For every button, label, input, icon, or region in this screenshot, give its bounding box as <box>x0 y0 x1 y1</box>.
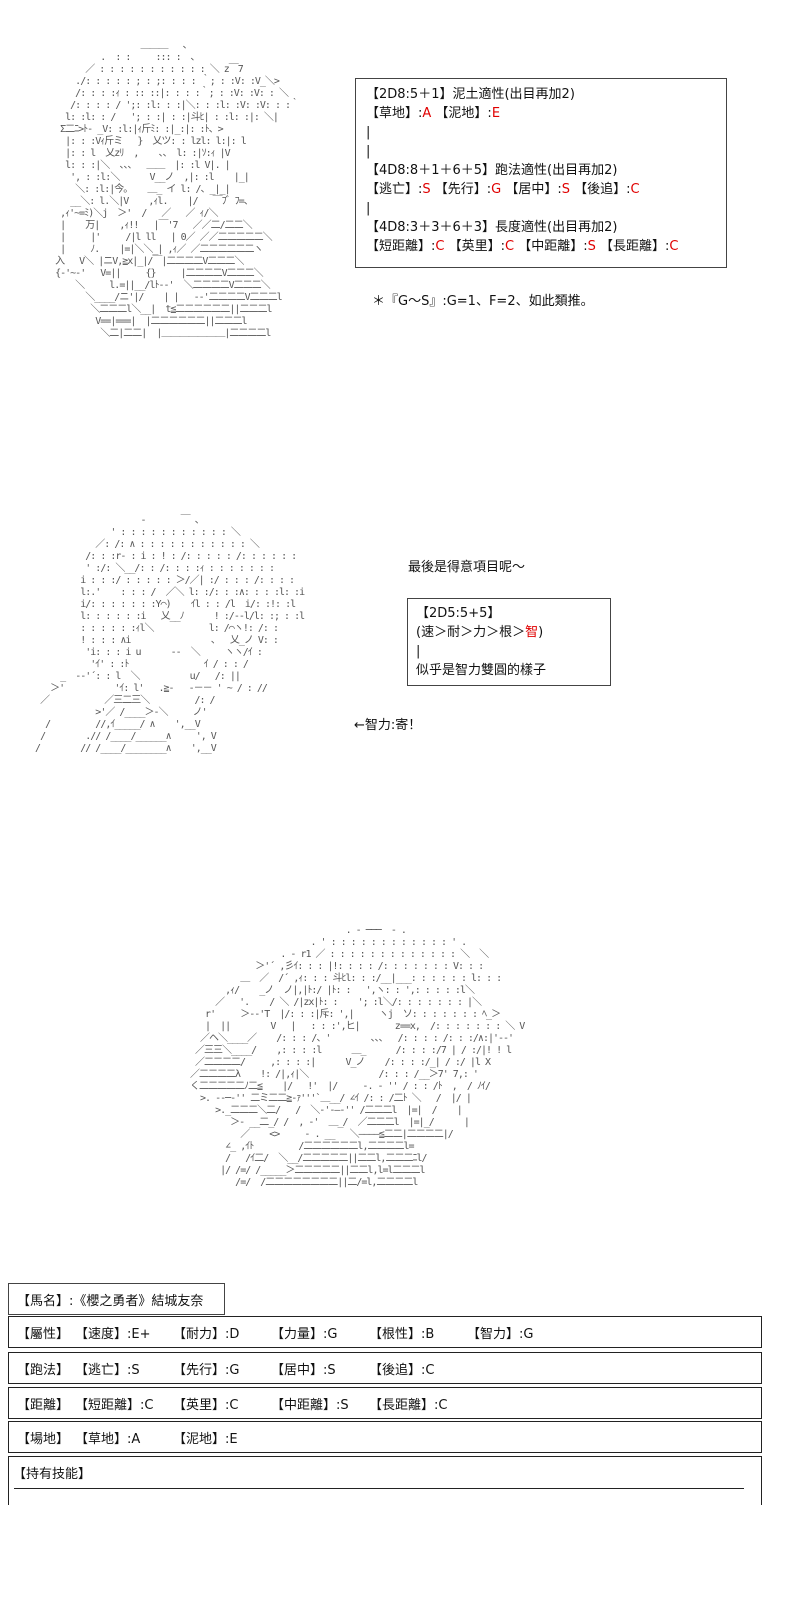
attr-power: 【力量】:G <box>271 1327 338 1342</box>
attributes-label: 【屬性】 <box>17 1327 70 1342</box>
aptitude-text: | <box>366 201 371 216</box>
skills-label: 【持有技能】 <box>13 1467 92 1482</box>
intel-arrow-note: ←智力:寄！ <box>354 718 422 733</box>
aptitude-line: 【逃亡】:S 【先行】:G 【居中】:S 【後追】:C <box>366 180 716 199</box>
style-middle: 【居中】:S <box>271 1363 336 1378</box>
ascii-art-figure-top: ＿＿＿ 、 . : : ::: : ､ ／ : : : : : : : : : … <box>55 40 300 339</box>
aptitude-text: 【4D8:3＋3＋6＋3】長度適性(出目再加2) <box>366 220 618 235</box>
attr-guts: 【根性】:B <box>369 1327 435 1342</box>
aptitude-text: | <box>366 125 371 140</box>
aptitude-line: | <box>366 142 716 161</box>
aptitude-grade: E <box>491 106 501 121</box>
attr-stamina: 【耐力】:D <box>173 1327 240 1342</box>
aptitude-text: | <box>366 144 371 159</box>
track-dirt: 【泥地】:E <box>173 1432 238 1447</box>
final-item-label: 最後是得意項目呢～ <box>408 560 526 575</box>
aptitude-line: 【2D8:5＋1】泥土適性(出目再加2) <box>366 85 716 104</box>
aptitude-text: 【逃亡】: <box>366 182 423 197</box>
aptitude-line: 【短距離】:C 【英里】:C 【中距離】:S 【長距離】:C <box>366 237 716 256</box>
dist-long: 【長距離】:C <box>369 1398 448 1413</box>
distance-label: 【距離】 <box>17 1398 70 1413</box>
aptitude-grade: C <box>435 239 445 254</box>
attributes-row: 【屬性】 【速度】:E+ 【耐力】:D 【力量】:G 【根性】:B 【智力】:G <box>8 1316 762 1348</box>
aptitude-text: 【2D8:5＋1】泥土適性(出目再加2) <box>366 87 575 102</box>
aptitude-line: 【4D8:3＋3＋6＋3】長度適性(出目再加2) <box>366 218 716 237</box>
aptitude-grade: G <box>491 182 502 197</box>
intel-spacer-line: | <box>416 644 421 659</box>
horse-name-box: 【馬名】:《櫻之勇者》結城友奈 <box>8 1283 225 1315</box>
aptitude-text: 【英里】: <box>444 239 505 254</box>
track-label: 【場地】 <box>17 1432 70 1447</box>
aptitude-text: 【泥地】: <box>431 106 492 121</box>
running-style-label: 【跑法】 <box>17 1363 70 1378</box>
aptitude-text: 【長距離】: <box>595 239 670 254</box>
aptitude-grade: S <box>587 239 596 254</box>
aptitude-lines: 【2D8:5＋1】泥土適性(出目再加2) 【草地】:A 【泥地】:E | | 【4D8:… <box>366 85 716 256</box>
aptitude-grade: S <box>422 182 431 197</box>
aptitude-grade: C <box>669 239 679 254</box>
aptitude-grade: A <box>422 106 432 121</box>
style-lead: 【先行】:G <box>173 1363 240 1378</box>
aptitude-line: | <box>366 123 716 142</box>
aptitude-line: | <box>366 199 716 218</box>
aptitude-roll-box: 【2D8:5＋1】泥土適性(出目再加2) 【草地】:A 【泥地】:E | | 【4D8:… <box>355 78 727 268</box>
skills-row: 【持有技能】 <box>8 1456 762 1505</box>
dist-medium: 【中距離】:S <box>271 1398 349 1413</box>
aptitude-text: 【中距離】: <box>514 239 588 254</box>
aptitude-text: 【4D8:8＋1＋6＋5】跑法適性(出目再加2) <box>366 163 618 178</box>
ascii-art-figure-bottom: . - ─── - . . ' : : : : : : : : : : : : … <box>190 925 525 1188</box>
aptitude-line: 【4D8:8＋1＋6＋5】跑法適性(出目再加2) <box>366 161 716 180</box>
distance-row: 【距離】 【短距離】:C 【英里】:C 【中距離】:S 【長距離】:C <box>8 1387 762 1419</box>
grade-scale-note: ＊『G～S』:G=1、F=2、如此類推。 <box>372 294 594 309</box>
track-turf: 【草地】:A <box>75 1432 141 1447</box>
aptitude-text: 【短距離】: <box>366 239 436 254</box>
aptitude-text: 【草地】: <box>366 106 423 121</box>
style-escape: 【逃亡】:S <box>75 1363 140 1378</box>
horse-name: 【馬名】:《櫻之勇者》結城友奈 <box>17 1294 204 1309</box>
dist-short: 【短距離】:C <box>75 1398 154 1413</box>
attr-wisdom: 【智力】:G <box>467 1327 534 1342</box>
aptitude-line: 【草地】:A 【泥地】:E <box>366 104 716 123</box>
ascii-art-figure-middle: ‐ ￣ 、 ' : : : : : : : : : : : ＼ ／: /: ∧ … <box>35 515 305 754</box>
aptitude-text: 【後追】: <box>570 182 631 197</box>
intel-highlight: 智 <box>525 625 539 640</box>
aptitude-grade: S <box>561 182 571 197</box>
running-style-row: 【跑法】 【逃亡】:S 【先行】:G 【居中】:S 【後追】:C <box>8 1352 762 1384</box>
attr-speed: 【速度】:E+ <box>75 1327 151 1342</box>
track-row: 【場地】 【草地】:A 【泥地】:E <box>8 1421 762 1453</box>
aptitude-grade: C <box>504 239 515 254</box>
intel-roll-line: 【2D5:5+5】 <box>416 606 501 621</box>
aptitude-text: 【居中】: <box>501 182 562 197</box>
style-chase: 【後追】:C <box>369 1363 435 1378</box>
aptitude-text: 【先行】: <box>430 182 492 197</box>
aptitude-grade: C <box>630 182 640 197</box>
skills-underline <box>14 1488 744 1489</box>
intelligence-roll-box: 【2D5:5+5】 (速＞耐＞力＞根＞智) | 似乎是智力雙圓的樣子 <box>407 598 611 686</box>
intel-result-line: 似乎是智力雙圓的樣子 <box>416 663 547 678</box>
intel-order-line: (速＞耐＞力＞根＞智) <box>416 625 544 640</box>
dist-mile: 【英里】:C <box>173 1398 239 1413</box>
